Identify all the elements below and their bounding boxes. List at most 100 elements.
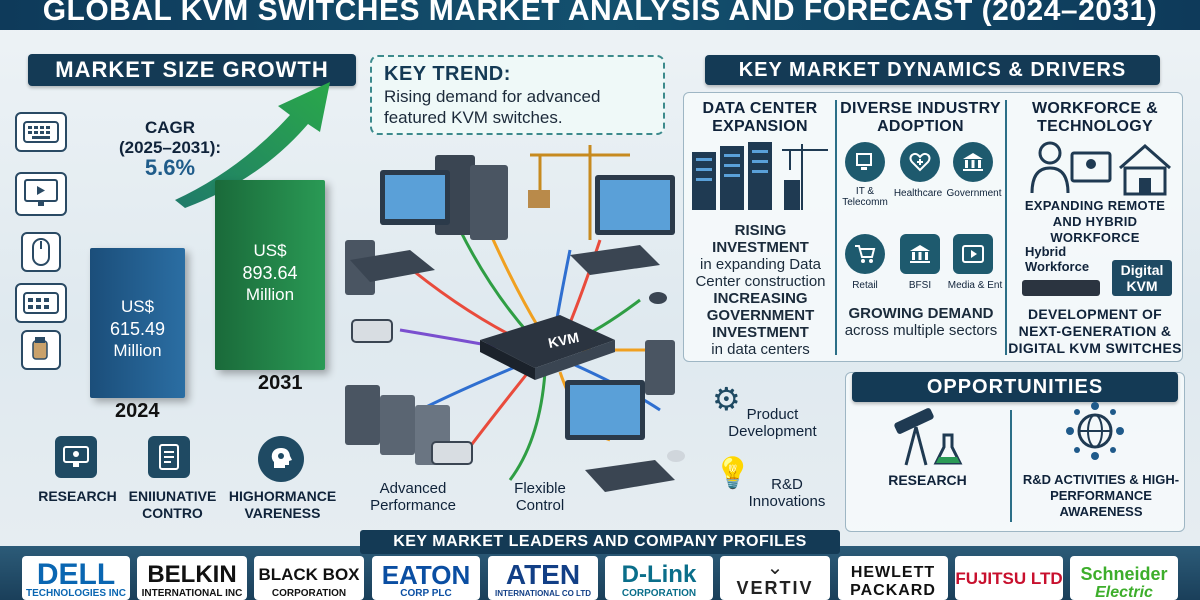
dynamics-panel [683, 92, 1183, 362]
divider [835, 100, 837, 355]
bar-2024-value: 615.49 [109, 319, 166, 339]
market-size-heading: MARKET SIZE GROWTH [28, 54, 356, 86]
bar-2024-currency: US$ [120, 297, 155, 316]
col1-rising: RISING INVESTMENT in expanding Data Cent… [688, 222, 833, 290]
bar-2031-unit: Million [245, 285, 295, 304]
col3-digital: Digital KVM [1112, 260, 1172, 296]
logo-fujitsu-main: FUJITSU LTD [955, 569, 1063, 588]
logo-hp-sub: PACKARD [850, 582, 936, 599]
sector-label-bfsi: BFSI [908, 280, 932, 291]
divider [1005, 100, 1007, 355]
retail-cart-icon [845, 234, 885, 274]
logo-blackbox[interactable]: BLACK BOX CORPORATION [254, 556, 364, 600]
research-icon [55, 436, 97, 478]
kvm-switch-icon [1022, 280, 1100, 296]
network-globe-icon [1066, 402, 1124, 460]
logo-blackbox-sub: CORPORATION [271, 588, 347, 599]
cagr-block: CAGR (2025–2031): 5.6% [95, 118, 245, 180]
dynamics-heading: KEY MARKET DYNAMICS & DRIVERS [705, 55, 1160, 85]
logo-fujitsu[interactable]: FUJITSU LTD [955, 556, 1063, 600]
col3-remote: EXPANDING REMOTE AND HYBRID WORKFORCE [1024, 198, 1166, 245]
col2-growing-text: across multiple sectors [844, 322, 998, 339]
col3-heading: WORKFORCE & TECHNOLOGY [1032, 100, 1158, 135]
logo-hp[interactable]: HEWLETT PACKARD [838, 556, 948, 600]
bar-2024: US$ 615.49 Million [90, 248, 185, 398]
bar-2031-currency: US$ [253, 241, 287, 260]
logo-dlink-main: D-Link [621, 561, 697, 588]
col1-gov-text: in data centers [711, 341, 810, 358]
cagr-period: (2025–2031): [118, 138, 222, 157]
col2-growing: GROWING DEMAND across multiple sectors [840, 305, 1002, 339]
bar-2031: US$ 893.64 Million [215, 180, 325, 370]
logo-dell-main: DELL [36, 558, 116, 591]
opportunities-research: RESEARCH [888, 472, 967, 488]
logo-dlink-sub: CORPORATION [621, 588, 697, 599]
rnd-innovations-label: R&D Innovations [748, 476, 826, 510]
server-racks-icon [692, 142, 828, 210]
sector-label-retail: Retail [852, 280, 878, 291]
it-telecom-icon [845, 142, 885, 182]
logo-schneider-sub: Electric [1095, 584, 1153, 600]
leaders-heading: KEY MARKET LEADERS AND COMPANY PROFILES [360, 530, 840, 554]
sector-label-healthcare: Healthcare [893, 188, 943, 199]
logo-eaton-sub: CORP PLC [400, 588, 452, 599]
logo-blackbox-main: BLACK BOX [258, 565, 360, 584]
opportunities-heading: OPPORTUNITIES [852, 372, 1178, 402]
logo-belkin-sub: INTERNATIONAL INC [141, 588, 243, 599]
col3-dev: DEVELOPMENT OF NEXT-GENERATION & DIGITAL… [1008, 306, 1182, 356]
gear-icon: ⚙ [712, 381, 741, 417]
col1-gov-bold: INCREASING GOVERNMENT INVESTMENT [706, 290, 815, 341]
divider [1010, 410, 1012, 522]
key-trend-box: KEY TREND: Rising demand for advanced fe… [370, 55, 665, 135]
keyboard-icon [15, 112, 67, 152]
logo-dell-sub: TECHNOLOGIES INC [25, 588, 126, 599]
head-gear-icon [258, 436, 304, 482]
remote-work-icon [1030, 141, 1171, 196]
bar-2031-value: 893.64 [242, 263, 298, 283]
logo-vertiv[interactable]: ⌄ VERTIV [720, 556, 830, 600]
col3-hybrid: Hybrid Workforce [1025, 244, 1090, 274]
vertiv-chevron-icon: ⌄ [766, 557, 784, 579]
logo-belkin-main: BELKIN [147, 561, 237, 588]
logo-eaton-main: EATON [381, 560, 471, 590]
product-development-label: Product Development [728, 406, 817, 440]
hand-icon [21, 330, 61, 370]
col1-rising-bold: RISING INVESTMENT [712, 222, 809, 256]
logo-vertiv-main: VERTIV [736, 578, 814, 598]
bottom-label-research: RESEARCH [38, 488, 117, 504]
key-trend-title: KEY TREND: [384, 63, 511, 85]
telescope-icon [894, 408, 963, 466]
key-trend-text: Rising demand for advanced featured KVM … [384, 87, 601, 127]
opportunities-rnd: R&D ACTIVITIES & HIGH-PERFORMANCE AWAREN… [1022, 472, 1180, 519]
sector-label-media: Media & Ent [947, 280, 1003, 291]
checklist-icon [148, 436, 190, 478]
logo-hp-main: HEWLETT [850, 564, 936, 581]
kvm-network-diagram [345, 145, 685, 492]
logo-dell[interactable]: DELL TECHNOLOGIES INC [22, 556, 130, 600]
col2-heading: DIVERSE INDUSTRY ADOPTION [840, 100, 1001, 135]
logo-aten-main: ATEN [505, 559, 581, 590]
page-title: GLOBAL KVM SWITCHES MARKET ANALYSIS AND … [0, 0, 1200, 30]
logo-dlink[interactable]: D-Link CORPORATION [605, 556, 713, 600]
mouse-icon [21, 232, 61, 272]
logo-belkin[interactable]: BELKIN INTERNATIONAL INC [137, 556, 247, 600]
logo-aten[interactable]: ATEN INTERNATIONAL CO LTD [488, 556, 598, 600]
advanced-performance-label: Advanced Performance [370, 480, 456, 514]
col2-growing-bold: GROWING DEMAND [848, 305, 994, 322]
year-2031: 2031 [258, 372, 303, 394]
media-icon [953, 234, 993, 274]
col1-rising-text: in expanding Data Center construction [695, 256, 826, 290]
lightbulb-icon: 💡 [714, 457, 752, 490]
keypad-icon [15, 283, 67, 323]
logo-schneider[interactable]: Schneider Electric [1070, 556, 1178, 600]
bar-2024-unit: Million [113, 341, 162, 360]
flexible-control-label: Flexible Control [514, 480, 566, 514]
healthcare-icon [900, 142, 940, 182]
col1-heading: DATA CENTER EXPANSION [702, 100, 818, 135]
year-2024: 2024 [115, 400, 160, 422]
logo-eaton[interactable]: EATON CORP PLC [372, 556, 480, 600]
bfsi-bank-icon [900, 234, 940, 274]
bottom-label-control: ENIIUNATIVE CONTRO [128, 488, 217, 521]
cagr-value: 5.6% [144, 155, 196, 180]
monitor-icon [15, 172, 67, 216]
